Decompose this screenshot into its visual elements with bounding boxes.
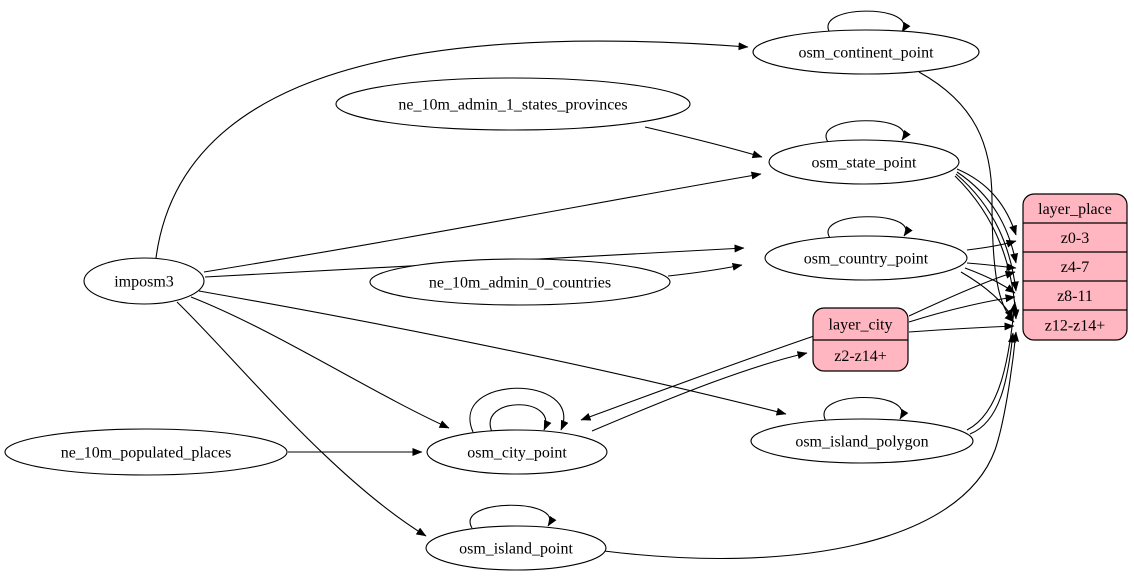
table-label: osm_island_polygon	[795, 434, 928, 451]
edge-layer_city-to-layer_place-z4-7	[908, 270, 1016, 317]
edge-osm_state_point-to-osm_state_point-self	[825, 120, 911, 143]
record-title: layer_place	[1038, 201, 1112, 218]
edge-osm_country_point-to-osm_country_point-self	[827, 216, 913, 239]
node-osm_country_point: osm_country_point	[764, 235, 968, 281]
edge-osm_city_point-to-layer_city-z2-z14+	[591, 351, 808, 432]
table-ellipse	[4, 428, 288, 476]
record-row-label: z12-z14+	[1045, 318, 1106, 335]
edge-osm_island_point-to-osm_island_point-self	[469, 504, 557, 529]
node-osm_continent_point: osm_continent_point	[752, 29, 980, 75]
table-ellipse	[764, 235, 968, 281]
edge-imposm3-to-osm_city_point	[190, 296, 450, 429]
node-osm_state_point: osm_state_point	[768, 139, 960, 185]
edge-osm_state_point-to-layer_place-z0-3	[956, 168, 1017, 236]
table-ellipse	[425, 525, 607, 571]
record-row-label: z4-7	[1061, 259, 1089, 276]
edge-osm_city_point-to-osm_city_point-self	[469, 387, 569, 433]
node-ne_10m_admin_0_countries: ne_10m_admin_0_countries	[369, 258, 671, 306]
node-osm_island_point: osm_island_point	[425, 525, 607, 571]
node-ne_10m_admin_1_states_provinces: ne_10m_admin_1_states_provinces	[335, 77, 691, 131]
edge-osm_state_point-to-layer_place-z4-7	[956, 171, 1019, 264]
table-label: imposm3	[114, 274, 174, 291]
record-row-label: z8-11	[1057, 288, 1093, 305]
record-row-label: z0-3	[1061, 230, 1089, 247]
edge-osm_country_point-to-layer_place-z0-3	[966, 239, 1017, 251]
table-ellipse	[369, 258, 671, 306]
table-ellipse	[426, 429, 608, 475]
edge-imposm3-to-osm_state_point	[203, 171, 762, 273]
record-title: layer_city	[829, 317, 893, 334]
edge-layer_city-to-layer_place-z8-11	[908, 294, 1016, 323]
node-ne_10m_populated_places: ne_10m_populated_places	[4, 428, 288, 476]
table-ellipse	[750, 418, 974, 464]
edge-osm_island_polygon-to-osm_island_polygon-self	[823, 396, 909, 422]
table-ellipse	[752, 29, 980, 75]
edge-osm_island_point-to-layer_place-z12-z14+	[603, 331, 1020, 560]
table-label: osm_country_point	[804, 251, 929, 268]
edge-imposm3-to-osm_island_polygon	[198, 290, 787, 416]
edge-osm_city_point-to-osm_city_point-self	[489, 404, 552, 433]
edge-ne_10m_admin_0_countries-to-osm_country_point	[667, 262, 743, 277]
table-ellipse	[83, 257, 205, 305]
edge-osm_continent_point-to-layer_place-z12-z14+	[918, 71, 1015, 323]
edge-osm_country_point-to-layer_place-z12-z14+	[960, 271, 1014, 320]
table-label: osm_city_point	[467, 445, 567, 462]
table-label: osm_island_point	[459, 541, 573, 558]
node-osm_island_polygon: osm_island_polygon	[750, 418, 974, 464]
node-osm_city_point: osm_city_point	[426, 429, 608, 475]
table-label: ne_10m_populated_places	[61, 445, 232, 462]
edge-ne_10m_admin_1_states_provinces-to-osm_state_point	[644, 126, 763, 159]
record-box	[1022, 193, 1128, 341]
table-label: osm_continent_point	[798, 45, 934, 62]
edges-layer	[155, 10, 1020, 560]
nodes-layer: imposm3 ne_10m_admin_1_states_provincesne…	[4, 29, 1128, 571]
edge-osm_continent_point-to-osm_continent_point-self	[827, 10, 911, 34]
table-label: ne_10m_admin_0_countries	[429, 275, 611, 292]
edge-osm_island_polygon-to-layer_place-z8-11	[966, 301, 1018, 431]
table-ellipse	[768, 139, 960, 185]
node-layer_city: layer_city z2-z14+	[812, 307, 909, 372]
table-label: osm_state_point	[812, 155, 917, 172]
table-label: ne_10m_admin_1_states_provinces	[398, 97, 627, 114]
edge-imposm3-to-osm_island_point	[176, 301, 427, 537]
edge-layer_city-to-layer_place-z12-z14+	[908, 322, 1015, 333]
edge-osm_country_point-to-layer_place-z4-7	[966, 262, 1017, 272]
record-row-label: z2-z14+	[834, 348, 887, 365]
edge-osm_island_polygon-to-layer_place-z12-z14+	[969, 332, 1016, 435]
table-ellipse	[335, 77, 691, 131]
node-layer_place: layer_place z0-3 z4-7 z8-11 z12-z14+	[1022, 193, 1128, 341]
node-imposm3: imposm3	[83, 257, 205, 305]
edge-imposm3-to-osm_continent_point	[155, 40, 749, 259]
edge-layer_city-to-osm_city_point	[580, 335, 815, 421]
